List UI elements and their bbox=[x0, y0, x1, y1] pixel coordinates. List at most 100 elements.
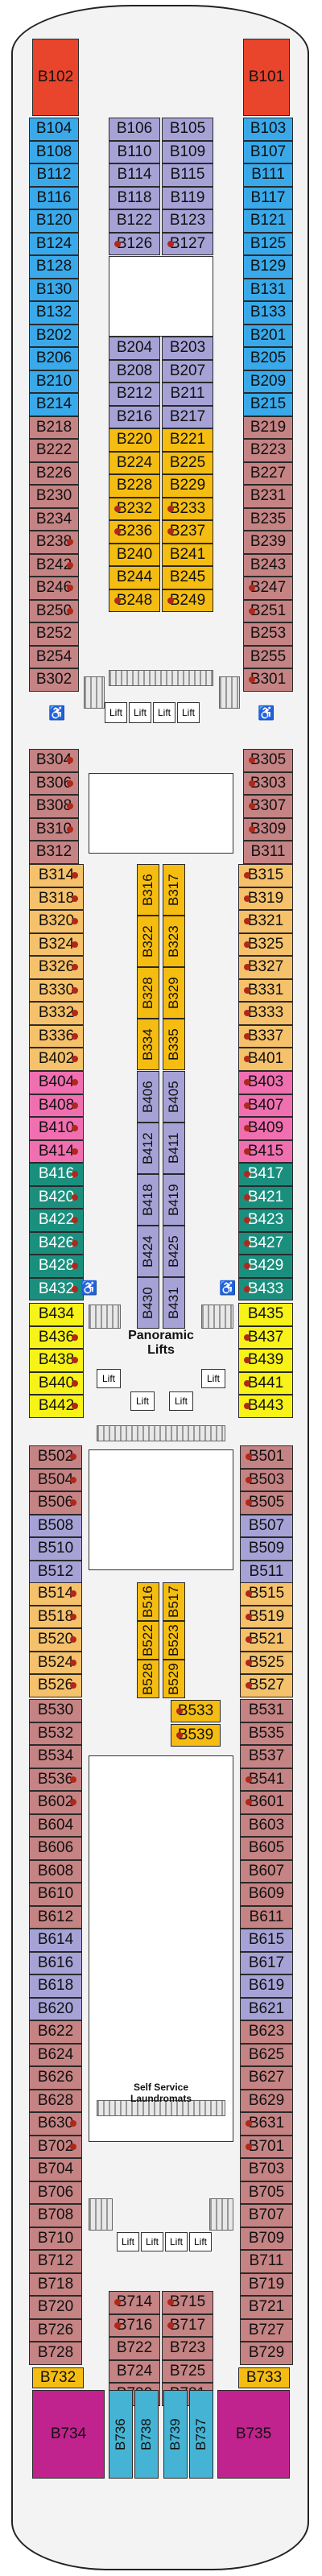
cabin-b617[interactable]: B617 bbox=[240, 1951, 293, 1974]
cabin-b535[interactable]: B535 bbox=[240, 1722, 293, 1745]
cabin-b324[interactable]: B324 bbox=[29, 932, 84, 956]
cabin-b502[interactable]: B502 bbox=[29, 1445, 82, 1469]
cabin-b608[interactable]: B608 bbox=[29, 1859, 82, 1883]
cabin-b525[interactable]: B525 bbox=[240, 1651, 293, 1674]
cabin-b403[interactable]: B403 bbox=[238, 1071, 293, 1094]
cabin-b518[interactable]: B518 bbox=[29, 1605, 82, 1628]
cabin-b323[interactable]: B323 bbox=[163, 916, 185, 967]
cabin-b312[interactable]: B312 bbox=[29, 841, 79, 864]
cabin-b332[interactable]: B332 bbox=[29, 1002, 84, 1025]
cabin-b521[interactable]: B521 bbox=[240, 1628, 293, 1652]
cabin-b329[interactable]: B329 bbox=[163, 967, 185, 1019]
cabin-b222[interactable]: B222 bbox=[29, 439, 79, 462]
cabin-b605[interactable]: B605 bbox=[240, 1837, 293, 1860]
cabin-b424[interactable]: B424 bbox=[137, 1226, 159, 1277]
cabin-b228[interactable]: B228 bbox=[109, 474, 160, 498]
cabin-b407[interactable]: B407 bbox=[238, 1094, 293, 1117]
cabin-b243[interactable]: B243 bbox=[243, 553, 293, 577]
cabin-b233[interactable]: B233 bbox=[162, 497, 213, 520]
cabin-b427[interactable]: B427 bbox=[238, 1231, 293, 1255]
cabin-b714[interactable]: B714 bbox=[109, 2291, 160, 2314]
cabin-b712[interactable]: B712 bbox=[29, 2250, 82, 2273]
cabin-b208[interactable]: B208 bbox=[109, 359, 160, 382]
cabin-b537[interactable]: B537 bbox=[240, 1745, 293, 1768]
cabin-b430[interactable]: B430 bbox=[137, 1277, 159, 1329]
cabin-b301[interactable]: B301 bbox=[243, 668, 293, 692]
cabin-b319[interactable]: B319 bbox=[238, 887, 293, 910]
cabin-b621[interactable]: B621 bbox=[240, 1997, 293, 2020]
cabin-b630[interactable]: B630 bbox=[29, 2112, 82, 2136]
cabin-b510[interactable]: B510 bbox=[29, 1537, 82, 1561]
cabin-b211[interactable]: B211 bbox=[162, 382, 213, 406]
cabin-b247[interactable]: B247 bbox=[243, 577, 293, 600]
cabin-b436[interactable]: B436 bbox=[29, 1325, 84, 1349]
cabin-b625[interactable]: B625 bbox=[240, 2043, 293, 2066]
cabin-b401[interactable]: B401 bbox=[238, 1048, 293, 1071]
cabin-b232[interactable]: B232 bbox=[109, 497, 160, 520]
cabin-b132[interactable]: B132 bbox=[29, 301, 79, 325]
cabin-b214[interactable]: B214 bbox=[29, 393, 79, 416]
cabin-b111[interactable]: B111 bbox=[243, 163, 293, 187]
cabin-b227[interactable]: B227 bbox=[243, 461, 293, 485]
cabin-b414[interactable]: B414 bbox=[29, 1139, 84, 1163]
cabin-b304[interactable]: B304 bbox=[29, 749, 79, 772]
cabin-b406[interactable]: B406 bbox=[137, 1071, 159, 1123]
cabin-b517[interactable]: B517 bbox=[163, 1582, 185, 1621]
cabin-b422[interactable]: B422 bbox=[29, 1209, 84, 1232]
cabin-b253[interactable]: B253 bbox=[243, 622, 293, 646]
cabin-b425[interactable]: B425 bbox=[163, 1226, 185, 1277]
cabin-b514[interactable]: B514 bbox=[29, 1582, 82, 1606]
cabin-b610[interactable]: B610 bbox=[29, 1883, 82, 1906]
cabin-b322[interactable]: B322 bbox=[137, 916, 159, 967]
cabin-b328[interactable]: B328 bbox=[137, 967, 159, 1019]
cabin-b116[interactable]: B116 bbox=[29, 186, 79, 209]
cabin-b242[interactable]: B242 bbox=[29, 553, 79, 577]
cabin-b623[interactable]: B623 bbox=[240, 2020, 293, 2044]
cabin-b432[interactable]: B432 bbox=[29, 1277, 84, 1300]
cabin-b249[interactable]: B249 bbox=[162, 589, 213, 612]
cabin-b426[interactable]: B426 bbox=[29, 1231, 84, 1255]
cabin-b408[interactable]: B408 bbox=[29, 1094, 84, 1117]
cabin-b321[interactable]: B321 bbox=[238, 910, 293, 933]
cabin-b523[interactable]: B523 bbox=[163, 1621, 185, 1660]
cabin-b203[interactable]: B203 bbox=[162, 337, 213, 360]
cabin-b411[interactable]: B411 bbox=[163, 1123, 185, 1174]
cabin-b131[interactable]: B131 bbox=[243, 278, 293, 301]
cabin-b524[interactable]: B524 bbox=[29, 1651, 82, 1674]
cabin-b101[interactable]: B101 bbox=[243, 39, 290, 116]
cabin-b206[interactable]: B206 bbox=[29, 347, 79, 370]
cabin-b727[interactable]: B727 bbox=[240, 2318, 293, 2342]
cabin-b251[interactable]: B251 bbox=[243, 599, 293, 622]
cabin-b309[interactable]: B309 bbox=[243, 817, 293, 841]
cabin-b511[interactable]: B511 bbox=[240, 1560, 293, 1583]
cabin-b219[interactable]: B219 bbox=[243, 416, 293, 439]
cabin-b205[interactable]: B205 bbox=[243, 347, 293, 370]
cabin-b503[interactable]: B503 bbox=[240, 1468, 293, 1491]
cabin-b519[interactable]: B519 bbox=[240, 1605, 293, 1628]
cabin-b330[interactable]: B330 bbox=[29, 978, 84, 1002]
cabin-b708[interactable]: B708 bbox=[29, 2204, 82, 2227]
cabin-b736[interactable]: B736 bbox=[109, 2390, 133, 2479]
cabin-b128[interactable]: B128 bbox=[29, 255, 79, 279]
cabin-b509[interactable]: B509 bbox=[240, 1537, 293, 1561]
cabin-b612[interactable]: B612 bbox=[29, 1905, 82, 1929]
cabin-b522[interactable]: B522 bbox=[137, 1621, 159, 1660]
cabin-b412[interactable]: B412 bbox=[137, 1123, 159, 1174]
cabin-b416[interactable]: B416 bbox=[29, 1163, 84, 1186]
cabin-b512[interactable]: B512 bbox=[29, 1560, 82, 1583]
cabin-b733[interactable]: B733 bbox=[238, 2367, 290, 2388]
cabin-b126[interactable]: B126 bbox=[109, 232, 160, 255]
cabin-b235[interactable]: B235 bbox=[243, 507, 293, 531]
cabin-b719[interactable]: B719 bbox=[240, 2272, 293, 2296]
cabin-b231[interactable]: B231 bbox=[243, 485, 293, 508]
cabin-b108[interactable]: B108 bbox=[29, 140, 79, 163]
cabin-b520[interactable]: B520 bbox=[29, 1628, 82, 1652]
cabin-b532[interactable]: B532 bbox=[29, 1722, 82, 1745]
cabin-b307[interactable]: B307 bbox=[243, 795, 293, 818]
cabin-b531[interactable]: B531 bbox=[240, 1699, 293, 1722]
cabin-b115[interactable]: B115 bbox=[162, 163, 213, 187]
cabin-b254[interactable]: B254 bbox=[29, 645, 79, 668]
cabin-b221[interactable]: B221 bbox=[162, 428, 213, 452]
cabin-b114[interactable]: B114 bbox=[109, 163, 160, 187]
cabin-b415[interactable]: B415 bbox=[238, 1139, 293, 1163]
